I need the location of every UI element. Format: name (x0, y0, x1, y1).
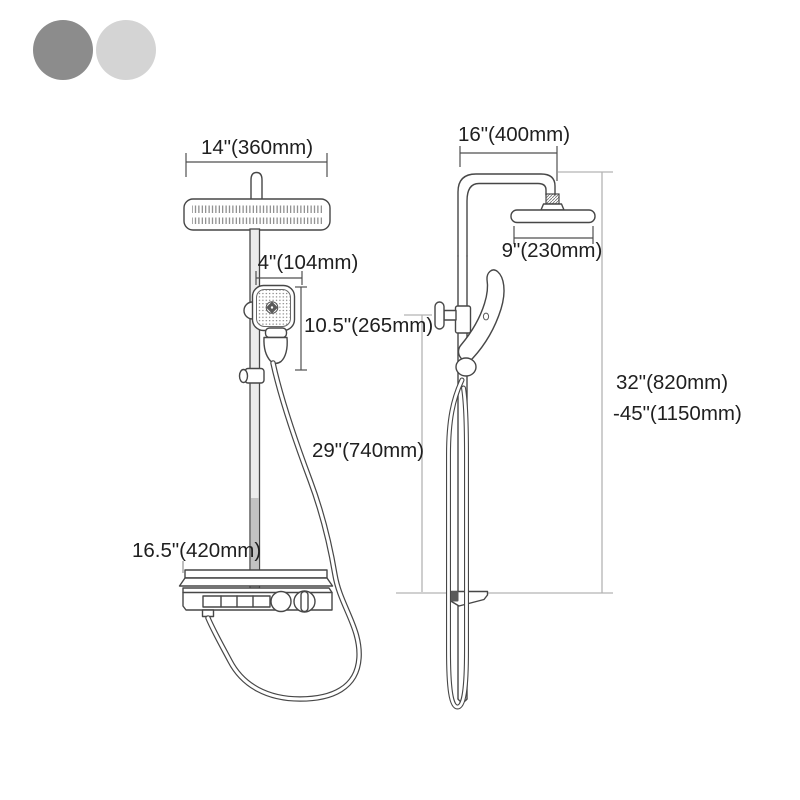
shelf-tray-front (178, 577, 334, 587)
dim-arm-reach-side (459, 146, 558, 181)
wand-button-side (482, 312, 490, 321)
slider-knob-front (238, 368, 249, 384)
arm-connector-flange-side (540, 203, 565, 211)
hand-shower-wand-side (457, 269, 505, 362)
rain-shower-nozzles-top-row (192, 204, 322, 213)
dimension-labels: 14"(360mm) 4"(104mm) 10.5"(265mm) 29"(74… (132, 123, 742, 562)
hand-shower-hose-front (206, 361, 361, 701)
arm-connector-nut-side (545, 193, 560, 205)
label-hand-shower-width: 4"(104mm) (258, 251, 359, 274)
dim-hand-shower-length-front (295, 286, 307, 371)
label-shelf-width: 16.5"(420mm) (132, 539, 261, 562)
shelf-side (450, 590, 489, 607)
shelf-clamp-side (451, 591, 459, 602)
rain-shower-nozzles-bottom-row (192, 214, 322, 224)
dim-rain-head-width-front (185, 153, 328, 177)
label-hand-shower-length: 10.5"(265mm) (304, 314, 433, 337)
shower-pole-lower-section (251, 498, 259, 587)
shower-arm-outer-side (457, 173, 556, 257)
light-gray-finish-swatch[interactable] (96, 20, 156, 80)
front-view (178, 171, 362, 702)
label-rain-shower-width: 14"(360mm) (201, 136, 313, 159)
label-rain-shower-diameter: 9"(230mm) (502, 239, 603, 262)
round-knob-front (270, 590, 292, 613)
wand-holder-ring-side (455, 357, 477, 377)
dimension-lines (182, 146, 594, 573)
hand-shower-handle-front (263, 336, 288, 365)
label-overall-height-min: 32"(820mm) (616, 371, 728, 394)
rain-shower-head-side (510, 209, 596, 224)
side-view (434, 173, 596, 710)
dim-hand-shower-width-front (255, 271, 303, 285)
gray-dimension-lines (396, 171, 613, 594)
temperature-knob-slot (300, 590, 309, 613)
hand-shower-center-dot (270, 306, 274, 309)
label-arm-reach: 16"(400mm) (458, 123, 570, 146)
hand-shower-hose-front-outline (205, 360, 362, 702)
diverter-mount-sleeve-side (454, 305, 472, 334)
ceiling-stem-front (250, 171, 263, 202)
label-slide-bar-length: 29"(740mm) (312, 439, 424, 462)
hand-shower-neck-front (264, 327, 288, 339)
dim-rain-head-diameter-side (513, 226, 594, 244)
gray-finish-swatch[interactable] (33, 20, 93, 80)
hand-shower-hose-side (447, 378, 468, 709)
diverter-handle-side (434, 301, 445, 330)
shelf-tray-top (184, 569, 328, 579)
diverter-stem-side (443, 309, 457, 321)
shower-arm-inner-side (466, 182, 547, 257)
label-overall-height-max: -45"(1150mm) (613, 402, 742, 425)
